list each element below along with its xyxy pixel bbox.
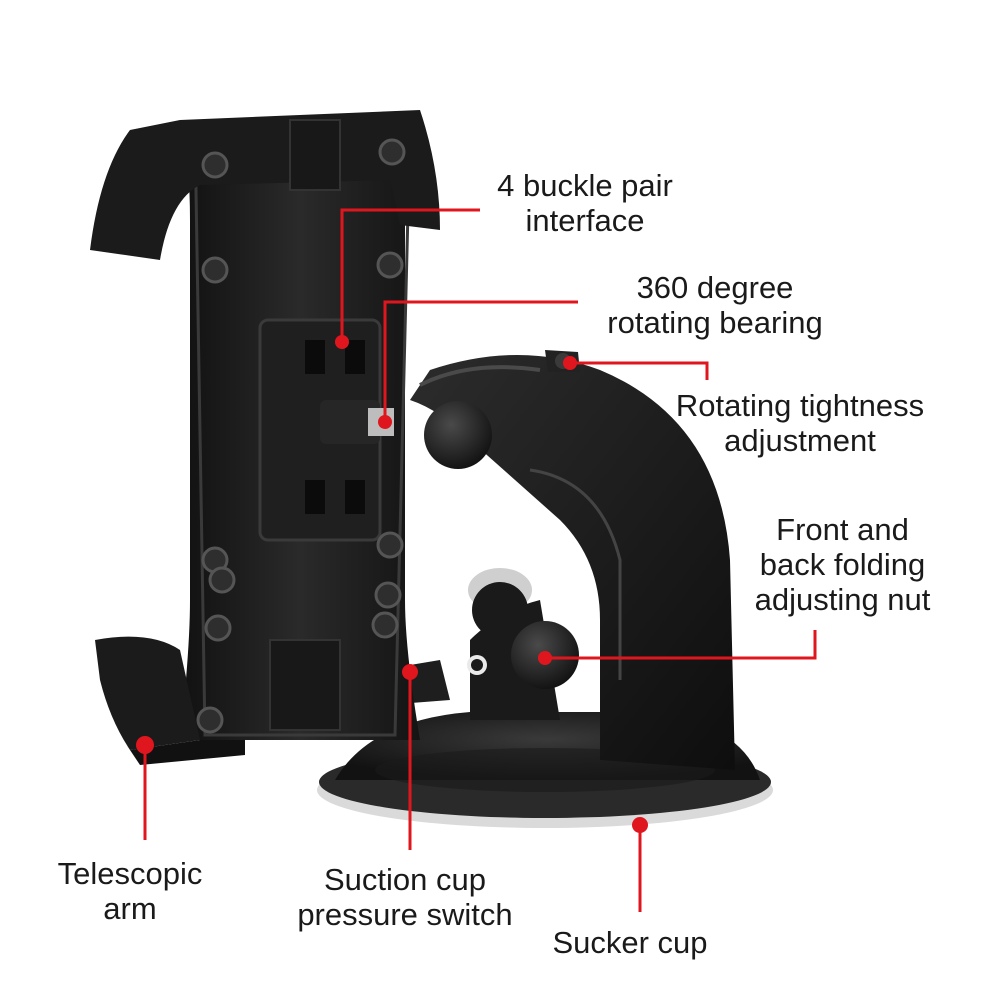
callouts	[136, 208, 817, 912]
label-tightness-adjustment: Rotating tightness adjustment	[650, 388, 950, 458]
label-line: Sucker cup	[552, 925, 708, 960]
label-line: Suction cup	[324, 862, 486, 897]
phone-holder	[90, 110, 492, 765]
label-pressure-switch: Suction cup pressure switch	[280, 862, 530, 932]
callout-dot-tightness	[563, 356, 577, 370]
label-line: back folding	[759, 547, 926, 582]
label-line: Rotating tightness	[675, 388, 925, 423]
callout-dot-bearing	[378, 415, 392, 429]
callout-dot-nut	[538, 651, 552, 665]
label-telescopic-arm: Telescopic arm	[40, 856, 220, 926]
callout-line-tightness	[570, 361, 709, 380]
label-line: interface	[525, 203, 645, 238]
label-line: adjustment	[724, 423, 876, 458]
label-line: Telescopic	[57, 856, 203, 891]
label-rotating-bearing: 360 degree rotating bearing	[570, 270, 860, 340]
callout-line-bearing	[383, 300, 578, 422]
label-line: adjusting nut	[754, 582, 931, 617]
label-line: 4 buckle pair	[497, 168, 673, 203]
callout-line-nut	[545, 630, 817, 660]
label-line: Front and	[776, 512, 909, 547]
callout-dot-arm	[136, 736, 154, 754]
label-line: pressure switch	[297, 897, 513, 932]
label-line: rotating bearing	[607, 305, 823, 340]
label-folding-nut: Front and back folding adjusting nut	[730, 512, 955, 617]
callout-dot-buckle	[335, 335, 349, 349]
label-line: arm	[103, 891, 157, 926]
callout-line-buckle	[340, 208, 480, 342]
label-buckle-interface: 4 buckle pair interface	[470, 168, 700, 238]
callout-dot-switch	[402, 664, 418, 680]
label-line: 360 degree	[636, 270, 794, 305]
label-sucker-cup: Sucker cup	[535, 925, 725, 960]
callout-dot-sucker	[632, 817, 648, 833]
